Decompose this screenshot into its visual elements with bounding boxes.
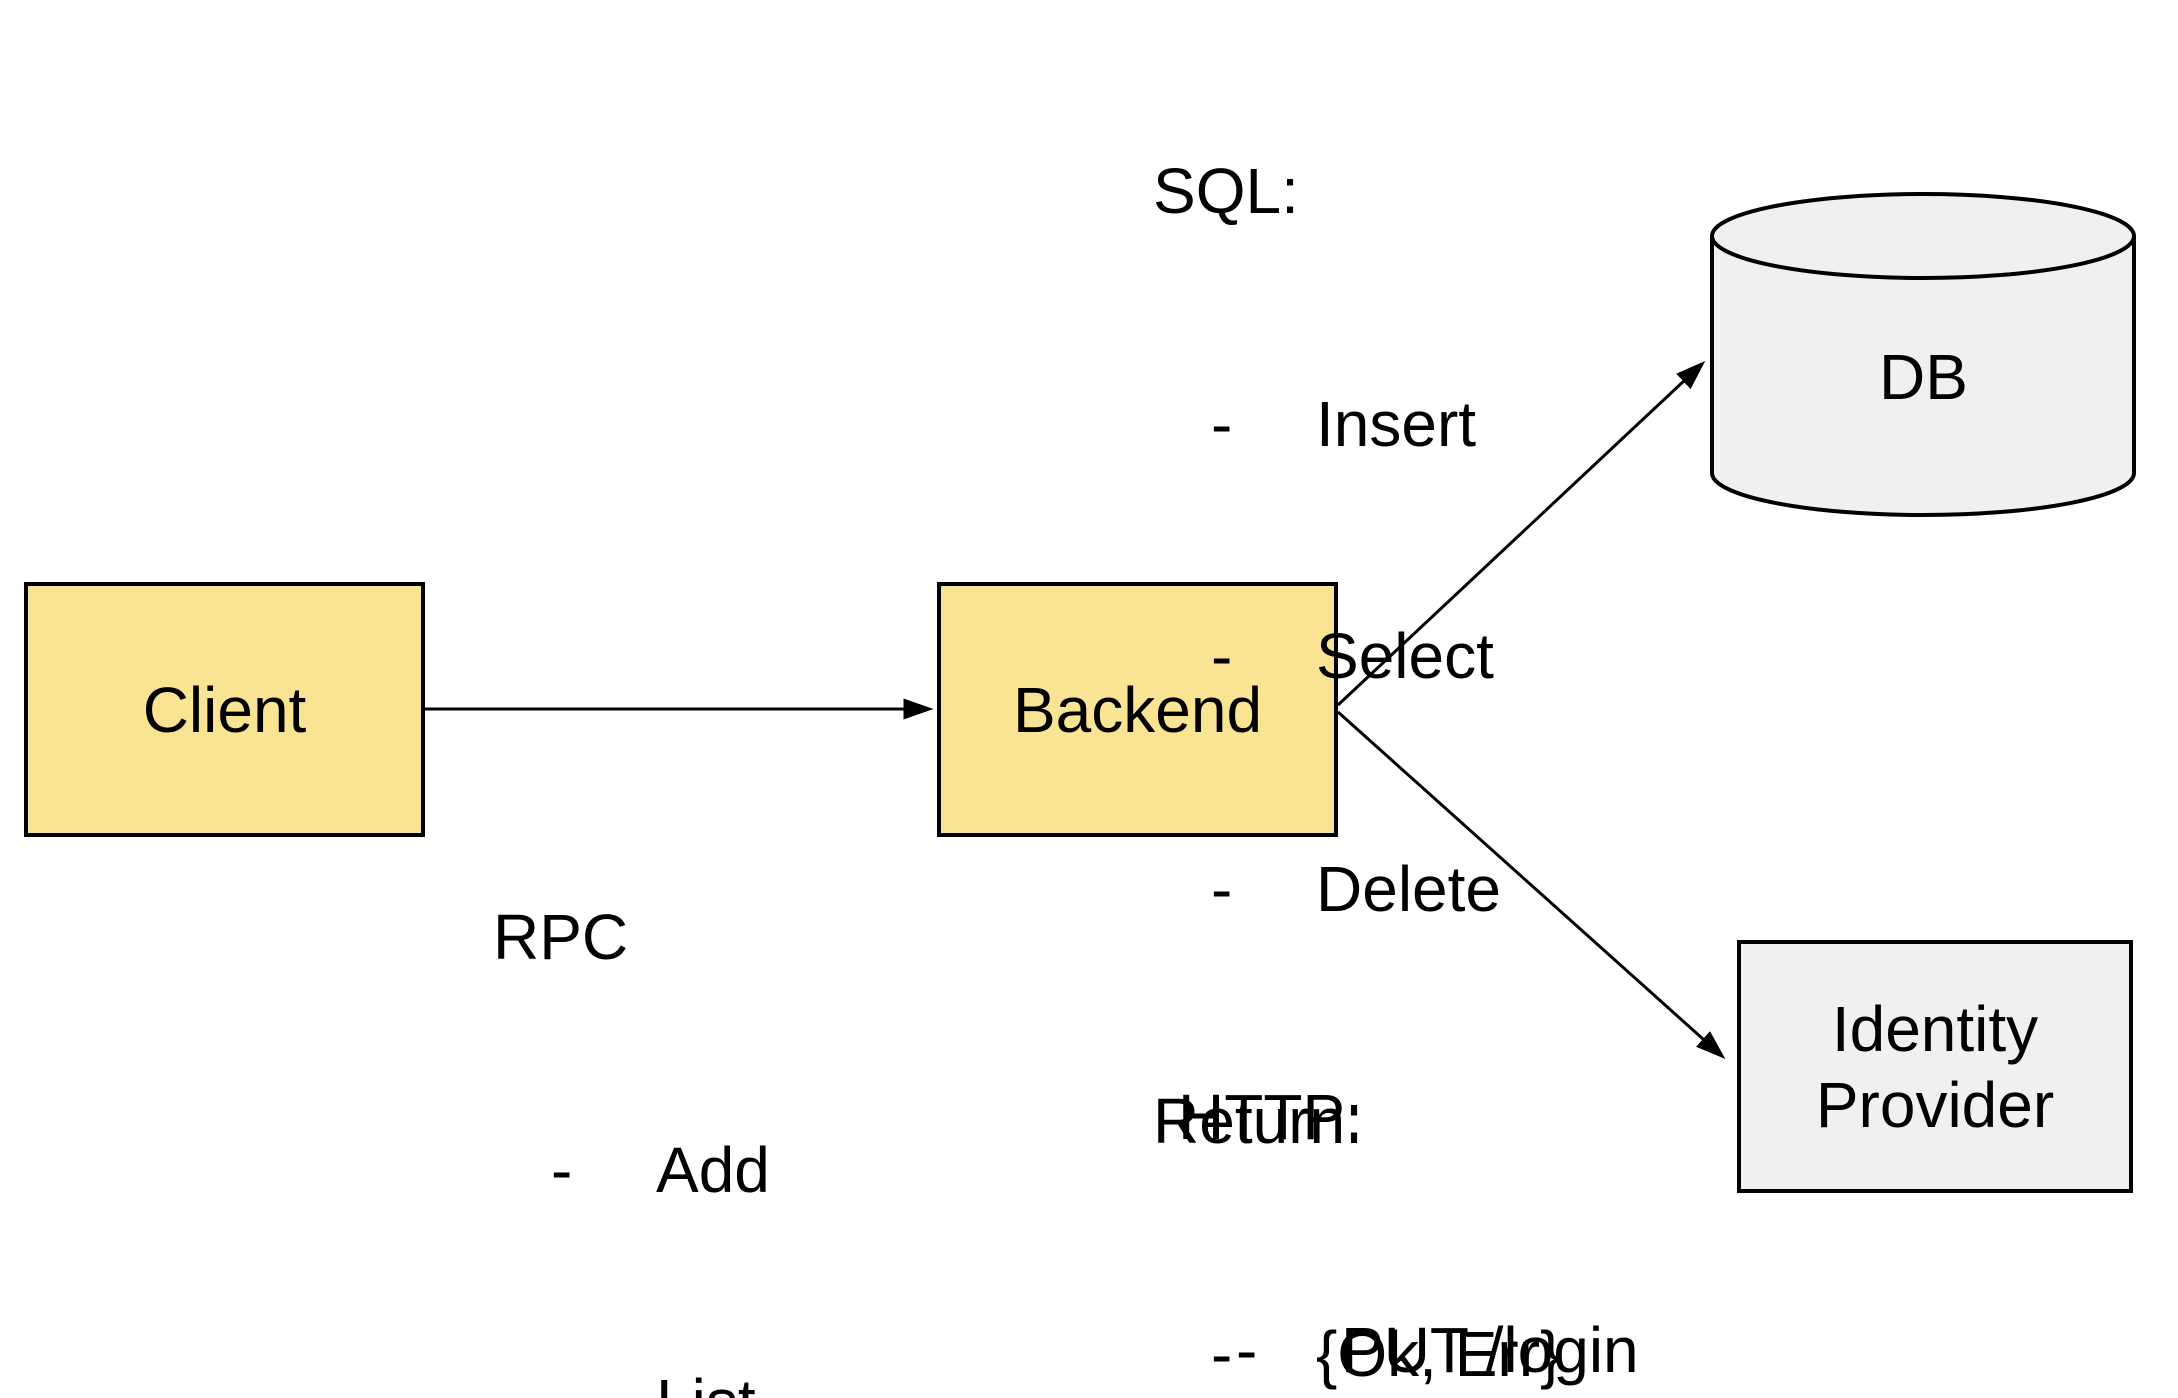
http-annotation: HTTP: - PUT /login Return codes: - 200 O… (1178, 924, 1846, 1398)
db-cylinder (1710, 192, 2136, 517)
annotation-text: RPC (493, 901, 629, 973)
db-cylinder-body (1710, 236, 2136, 517)
backend-node: Backend (937, 582, 1338, 837)
annotation-line: Return: (1153, 1083, 1561, 1161)
db-label: DB (1879, 341, 1968, 413)
annotation-text: List (656, 1364, 756, 1398)
bullet-marker: - (551, 1133, 573, 1206)
annotation-line: RPC (493, 899, 891, 977)
bullet-marker: - (1236, 1313, 1258, 1386)
annotation-text: Return: (1153, 1085, 1363, 1157)
annotation-text: HTTP: (1178, 1081, 1363, 1153)
db-cylinder-top (1710, 192, 2136, 280)
client-node: Client (24, 582, 425, 837)
arrow-backend-db (1336, 360, 1706, 707)
bullet-marker: - (1211, 852, 1233, 925)
annotation-line: - {Ok, Err} (1153, 1316, 1561, 1394)
annotation-line: - List (493, 1364, 891, 1398)
arrow-backend-idp (1336, 710, 1726, 1060)
annotation-line: - Delete (1153, 851, 1561, 929)
annotation-line: SQL: (1153, 153, 1561, 231)
backend-label: Backend (1012, 673, 1263, 746)
identity-provider-label-line2: Provider (1815, 1068, 2055, 1141)
annotation-line: - Add (493, 1132, 891, 1210)
annotation-text: Add (656, 1133, 770, 1206)
rpc-annotation: RPC - Add - List - Delete Return codes: … (493, 744, 891, 1398)
identity-provider-label-line1: Identity (1831, 992, 2039, 1065)
annotation-text: PUT /login (1341, 1313, 1639, 1386)
bullet-marker: - (1211, 620, 1233, 692)
annotation-text: Insert (1316, 387, 1477, 460)
client-label: Client (142, 673, 307, 746)
sql-annotation: SQL: - Insert - Select - Delete Return: … (1153, 0, 1561, 1398)
annotation-text: Select (1316, 620, 1494, 692)
annotation-line: - Insert (1153, 386, 1561, 464)
bullet-marker: - (551, 1364, 656, 1398)
identity-provider-node: Identity Provider (1737, 940, 2133, 1193)
annotation-text: {Ok, Err} (1316, 1317, 1562, 1390)
annotation-line: HTTP: (1178, 1079, 1846, 1157)
bullet-marker: - (1211, 1317, 1233, 1390)
annotation-text: Delete (1316, 852, 1501, 925)
annotation-line: - Select (1153, 618, 1561, 696)
annotation-text: SQL: (1153, 155, 1299, 227)
annotation-line: - PUT /login (1178, 1312, 1846, 1390)
bullet-marker: - (1211, 387, 1233, 460)
